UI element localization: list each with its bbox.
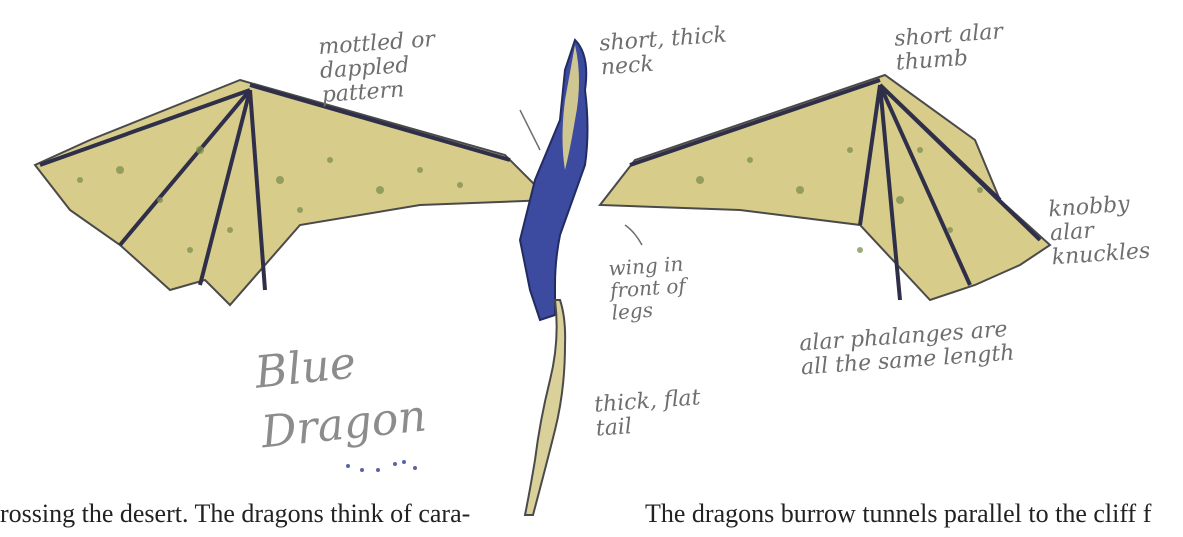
note-thick-flat-tail: thick, flat tail (593, 386, 702, 441)
left-wing (35, 80, 550, 305)
left-column-text: rossing the desert. The dragons think of… (0, 498, 560, 530)
dragon-body (520, 40, 588, 515)
title-dots (346, 460, 417, 472)
illustration-title: Blue Dragon (252, 327, 429, 464)
right-column-text: The dragons burrow tunnels parallel to t… (645, 498, 1183, 530)
note-mottled-pattern: mottled or dappled pattern (318, 28, 439, 108)
note-short-alar-thumb: short alar thumb (893, 20, 1005, 75)
note-wing-in-front-of-legs: wing in front of legs (608, 252, 688, 323)
note-knobby-alar-knuckles: knobby alar knuckles (1048, 192, 1151, 271)
note-short-thick-neck: short, thick neck (598, 24, 729, 81)
